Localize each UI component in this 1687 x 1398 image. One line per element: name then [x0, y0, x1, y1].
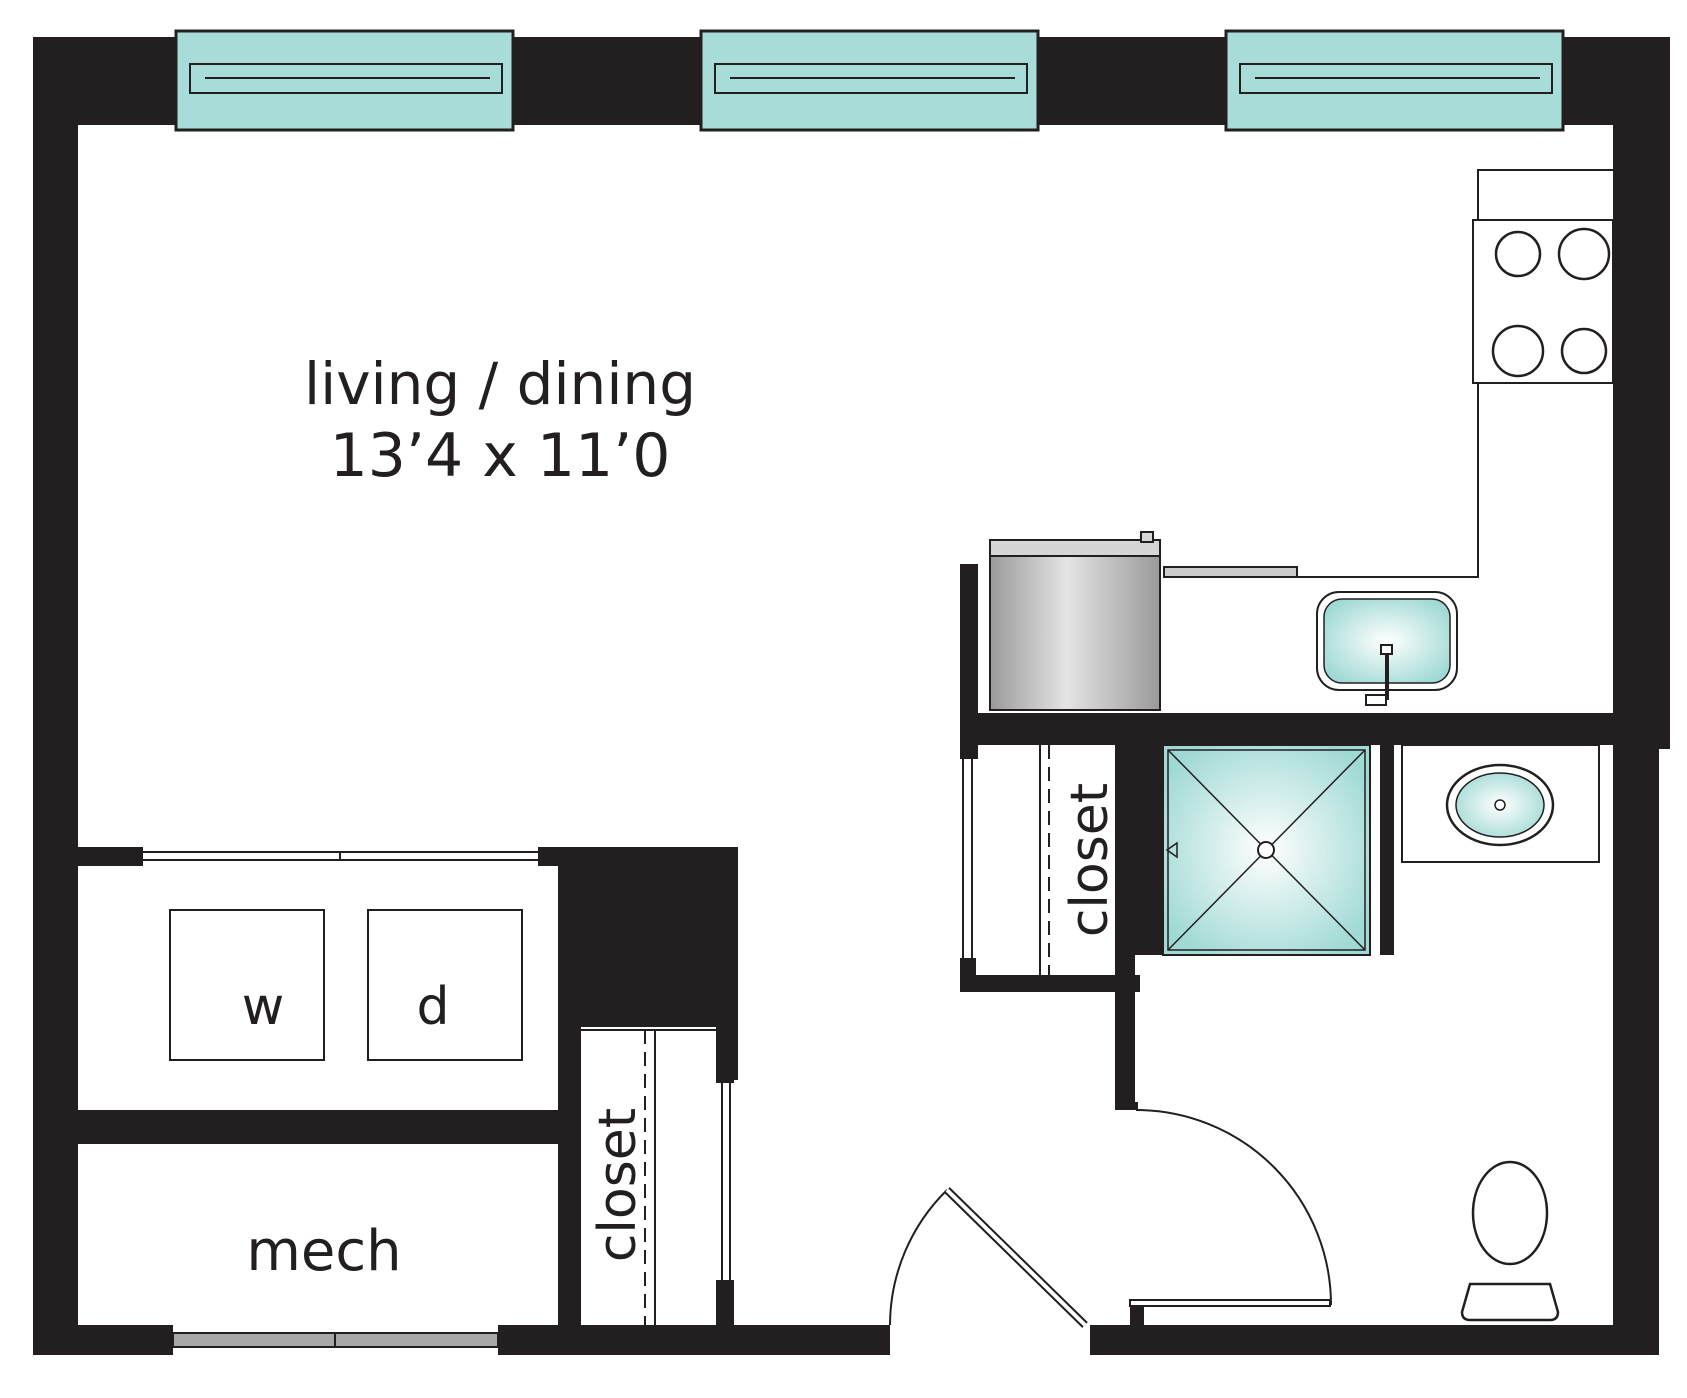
kitchen: [960, 169, 1614, 759]
sink-icon: [1401, 744, 1600, 863]
dryer: d: [367, 909, 523, 1061]
bathroom: [1120, 744, 1600, 1325]
room-dimensions: 13’4 x 11’0: [330, 421, 671, 491]
room-name: living / dining: [304, 350, 696, 418]
exterior-walls: [33, 37, 1670, 1355]
door-swing-icon: [1120, 1102, 1332, 1325]
sink-icon: [1316, 591, 1458, 706]
window-icon: [1224, 29, 1565, 132]
living-dining: living / dining 13’4 x 11’0: [304, 350, 696, 491]
dryer-label: d: [416, 977, 449, 1037]
laundry-closet: w d mech: [78, 847, 738, 1348]
washer: w: [169, 909, 325, 1061]
mech-label: mech: [246, 1219, 401, 1284]
sliding-door: [172, 1332, 499, 1348]
washer-label: w: [242, 977, 285, 1037]
closet-right: closet: [960, 745, 1140, 1110]
refrigerator-icon: [989, 531, 1298, 711]
closet-label: closet: [1060, 783, 1120, 937]
shower-icon: [1162, 744, 1371, 956]
window-icon: [174, 29, 515, 132]
window-icon: [699, 29, 1040, 132]
toilet-icon: [1460, 1160, 1560, 1322]
closet-label: closet: [588, 1108, 648, 1262]
door-swing-icon: [889, 1187, 1088, 1328]
closet-left: closet: [581, 1029, 734, 1325]
cooktop-icon: [1472, 219, 1614, 384]
